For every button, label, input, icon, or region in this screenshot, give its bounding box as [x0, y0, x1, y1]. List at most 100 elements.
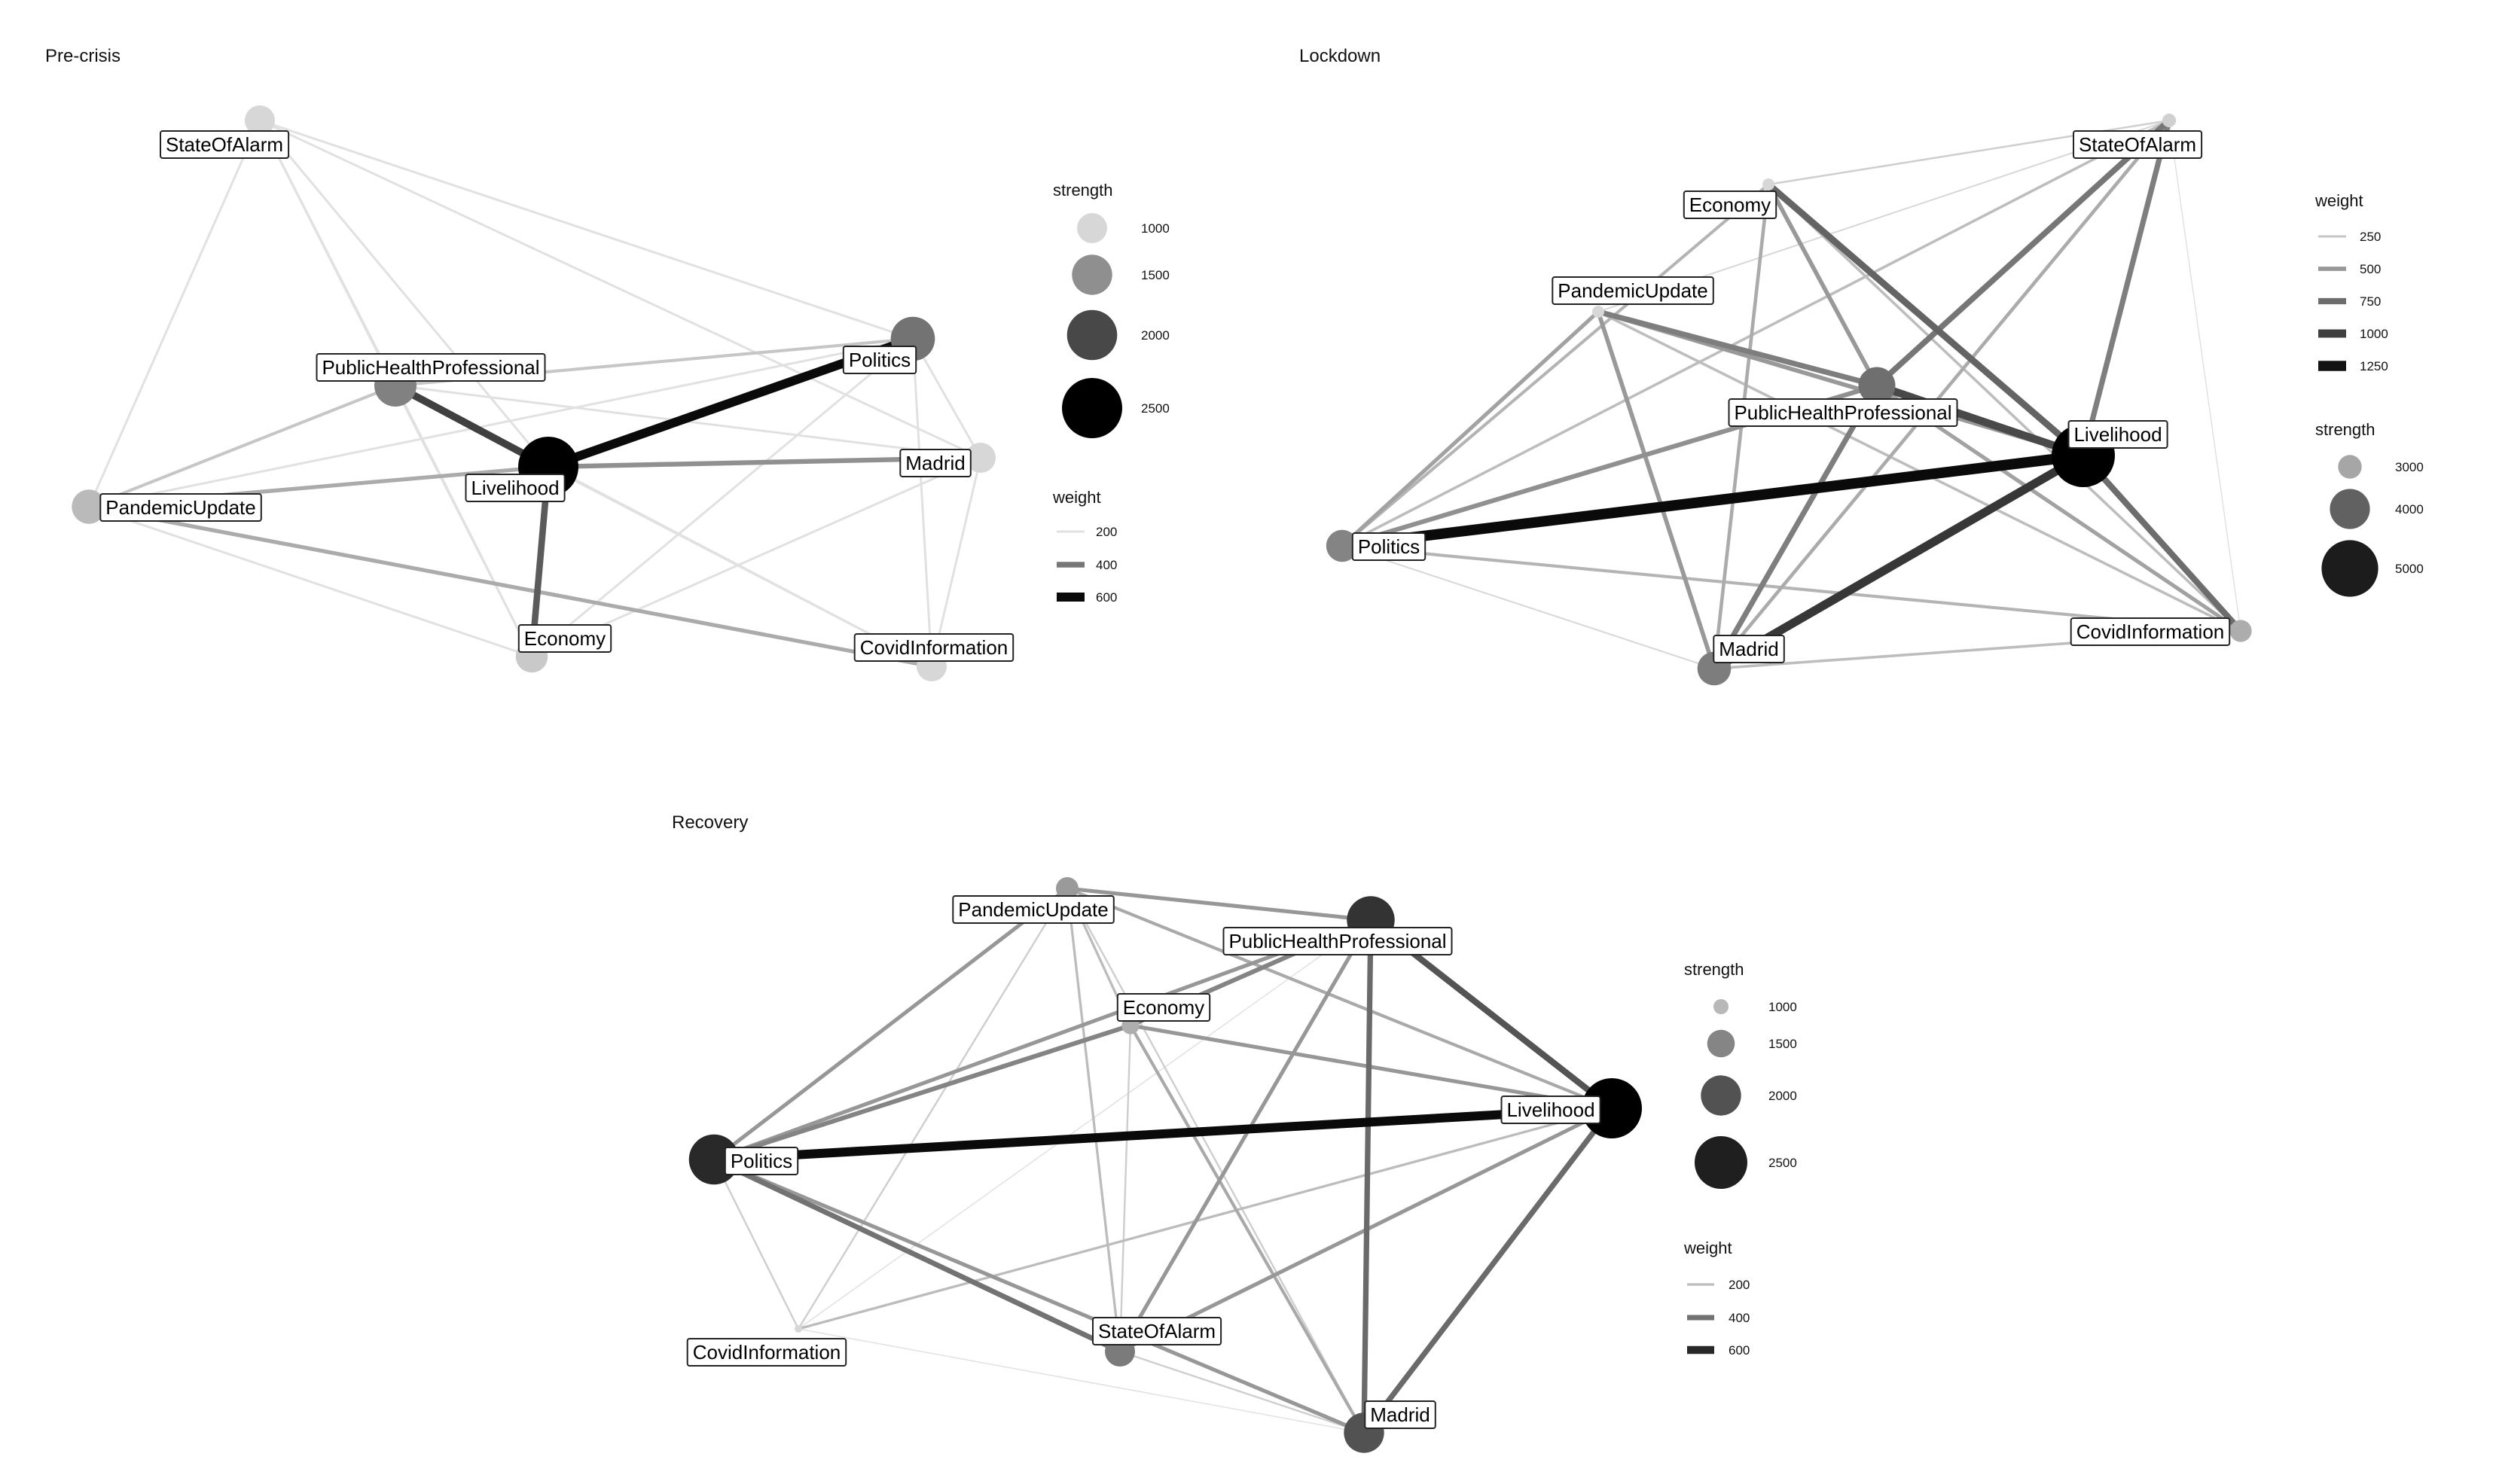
- legend-strength-swatch: [1701, 1075, 1741, 1116]
- legend-strength-label: 2500: [1768, 1156, 1797, 1170]
- edge-covid-information-public-health-professional: [798, 919, 1372, 1330]
- edge-pandemic-update-public-health-professional: [1066, 886, 1372, 922]
- edge-state-of-alarm-livelihood: [258, 120, 550, 468]
- edge-state-of-alarm-public-health-professional: [1875, 118, 2171, 388]
- node-label-text: Madrid: [905, 452, 965, 474]
- node-label-text: PublicHealthProfessional: [1734, 401, 1951, 424]
- node-label-text: PublicHealthProfessional: [1228, 930, 1446, 952]
- legend-weight-label: 600: [1096, 590, 1117, 605]
- node-madrid: [966, 443, 996, 473]
- node-label-madrid: Madrid: [1713, 635, 1785, 663]
- panel-title-lockdown: Lockdown: [1299, 46, 1381, 66]
- edge-state-of-alarm-pandemic-update: [87, 120, 261, 507]
- legend-strength-swatch: [1713, 999, 1729, 1014]
- node-covid-information: [795, 1325, 802, 1333]
- edge-public-health-professional-economy: [394, 385, 533, 657]
- node-pandemic-update: [1592, 306, 1604, 318]
- node-covid-information: [2229, 620, 2252, 642]
- node-state-of-alarm: [245, 105, 275, 136]
- node-label-economy: Economy: [517, 624, 612, 653]
- legend-weight-title: weight: [1052, 488, 1101, 507]
- node-label-box: [1552, 276, 1714, 305]
- node-label-box: [1116, 993, 1211, 1022]
- node-label-text: PandemicUpdate: [105, 496, 255, 519]
- node-label-box: [853, 633, 1015, 662]
- edge-economy-covid-information: [1767, 183, 2242, 632]
- lockdown-legend: strength300040005000weight25050075010001…: [2314, 191, 2424, 597]
- edge-state-of-alarm-covid-information: [2168, 120, 2241, 632]
- node-label-covid-information: CovidInformation: [2070, 617, 2231, 646]
- node-label-madrid: Madrid: [1364, 1400, 1436, 1429]
- legend-strength-label: 3000: [2395, 460, 2424, 474]
- edge-madrid-covid-information: [930, 457, 982, 667]
- node-label-box: [952, 895, 1115, 924]
- edge-economy-madrid: [1129, 1024, 1365, 1434]
- node-label-text: PandemicUpdate: [958, 898, 1108, 921]
- node-label-box: [2070, 617, 2231, 646]
- node-label-box: [2073, 130, 2203, 159]
- edge-covid-information-livelihood: [798, 1107, 1613, 1330]
- legend-strength-swatch: [1066, 309, 1118, 361]
- legend-strength-swatch: [2330, 489, 2370, 529]
- edge-politics-madrid: [1341, 545, 1715, 669]
- node-label-box: [1728, 398, 1958, 427]
- node-label-box: [1500, 1095, 1601, 1124]
- edge-pandemic-update-public-health-professional: [88, 384, 396, 508]
- node-label-box: [99, 493, 262, 522]
- edge-pandemic-update-politics: [88, 337, 914, 508]
- edge-politics-madrid: [713, 1157, 1365, 1435]
- legend-weight-label: 250: [2360, 230, 2381, 244]
- node-label-text: PublicHealthProfessional: [322, 356, 539, 379]
- legend-strength-label: 1000: [1141, 221, 1170, 236]
- legend-weight-label: 400: [1729, 1311, 1750, 1325]
- legend-strength-title: strength: [1684, 960, 1744, 979]
- node-label-public-health-professional: PublicHealthProfessional: [1728, 398, 1958, 427]
- node-pandemic-update: [1056, 877, 1079, 900]
- node-economy: [1762, 178, 1774, 190]
- edge-state-of-alarm-politics: [259, 119, 914, 340]
- node-label-text: Politics: [849, 349, 911, 371]
- legend-strength-label: 4000: [2395, 502, 2424, 517]
- legend-strength-title: strength: [2315, 420, 2375, 439]
- node-label-text: StateOfAlarm: [166, 133, 283, 156]
- edge-madrid-livelihood: [1712, 452, 2086, 672]
- edge-livelihood-covid-information: [2080, 453, 2244, 633]
- legend-weight-label: 600: [1729, 1343, 1750, 1358]
- node-label-state-of-alarm: StateOfAlarm: [2073, 130, 2203, 159]
- legend-weight-label: 750: [2360, 294, 2381, 309]
- edge-pandemic-update-state-of-alarm: [1066, 888, 1121, 1352]
- edge-politics-state-of-alarm: [712, 1156, 1121, 1354]
- edge-pandemic-update-madrid: [1066, 888, 1365, 1434]
- edge-economy-state-of-alarm: [1118, 1025, 1132, 1352]
- legend-strength-swatch: [1062, 378, 1122, 438]
- edge-state-of-alarm-madrid: [1713, 119, 2171, 670]
- node-label-text: PandemicUpdate: [1558, 279, 1707, 302]
- edge-covid-information-politics: [911, 338, 933, 667]
- node-label-text: Economy: [524, 627, 606, 650]
- edge-economy-politics: [713, 1023, 1131, 1162]
- node-label-box: [1713, 635, 1785, 663]
- legend-strength-swatch: [1707, 1029, 1735, 1058]
- node-label-livelihood: Livelihood: [465, 474, 566, 502]
- legend-strength-label: 2000: [1141, 328, 1170, 343]
- node-label-covid-information: CovidInformation: [686, 1338, 847, 1367]
- node-label-economy: Economy: [1116, 993, 1211, 1022]
- panel-title-precrisis: Pre-crisis: [45, 46, 121, 66]
- edge-pandemic-update-politics: [1341, 310, 1600, 547]
- node-label-text: Politics: [1358, 535, 1420, 558]
- legend-weight-title: weight: [2314, 191, 2363, 210]
- legend-weight-title: weight: [1683, 1239, 1732, 1257]
- node-label-text: Madrid: [1370, 1403, 1430, 1426]
- edge-state-of-alarm-livelihood: [2080, 120, 2172, 456]
- node-label-box: [724, 1147, 799, 1175]
- edge-livelihood-madrid: [1362, 1106, 1614, 1435]
- legend-strength-swatch: [2338, 455, 2362, 479]
- edge-livelihood-covid-information: [548, 465, 932, 668]
- edge-state-of-alarm-madrid: [1119, 1350, 1365, 1434]
- node-label-politics: Politics: [724, 1147, 799, 1175]
- legend-strength-label: 5000: [2395, 562, 2424, 576]
- node-label-livelihood: Livelihood: [2067, 420, 2168, 449]
